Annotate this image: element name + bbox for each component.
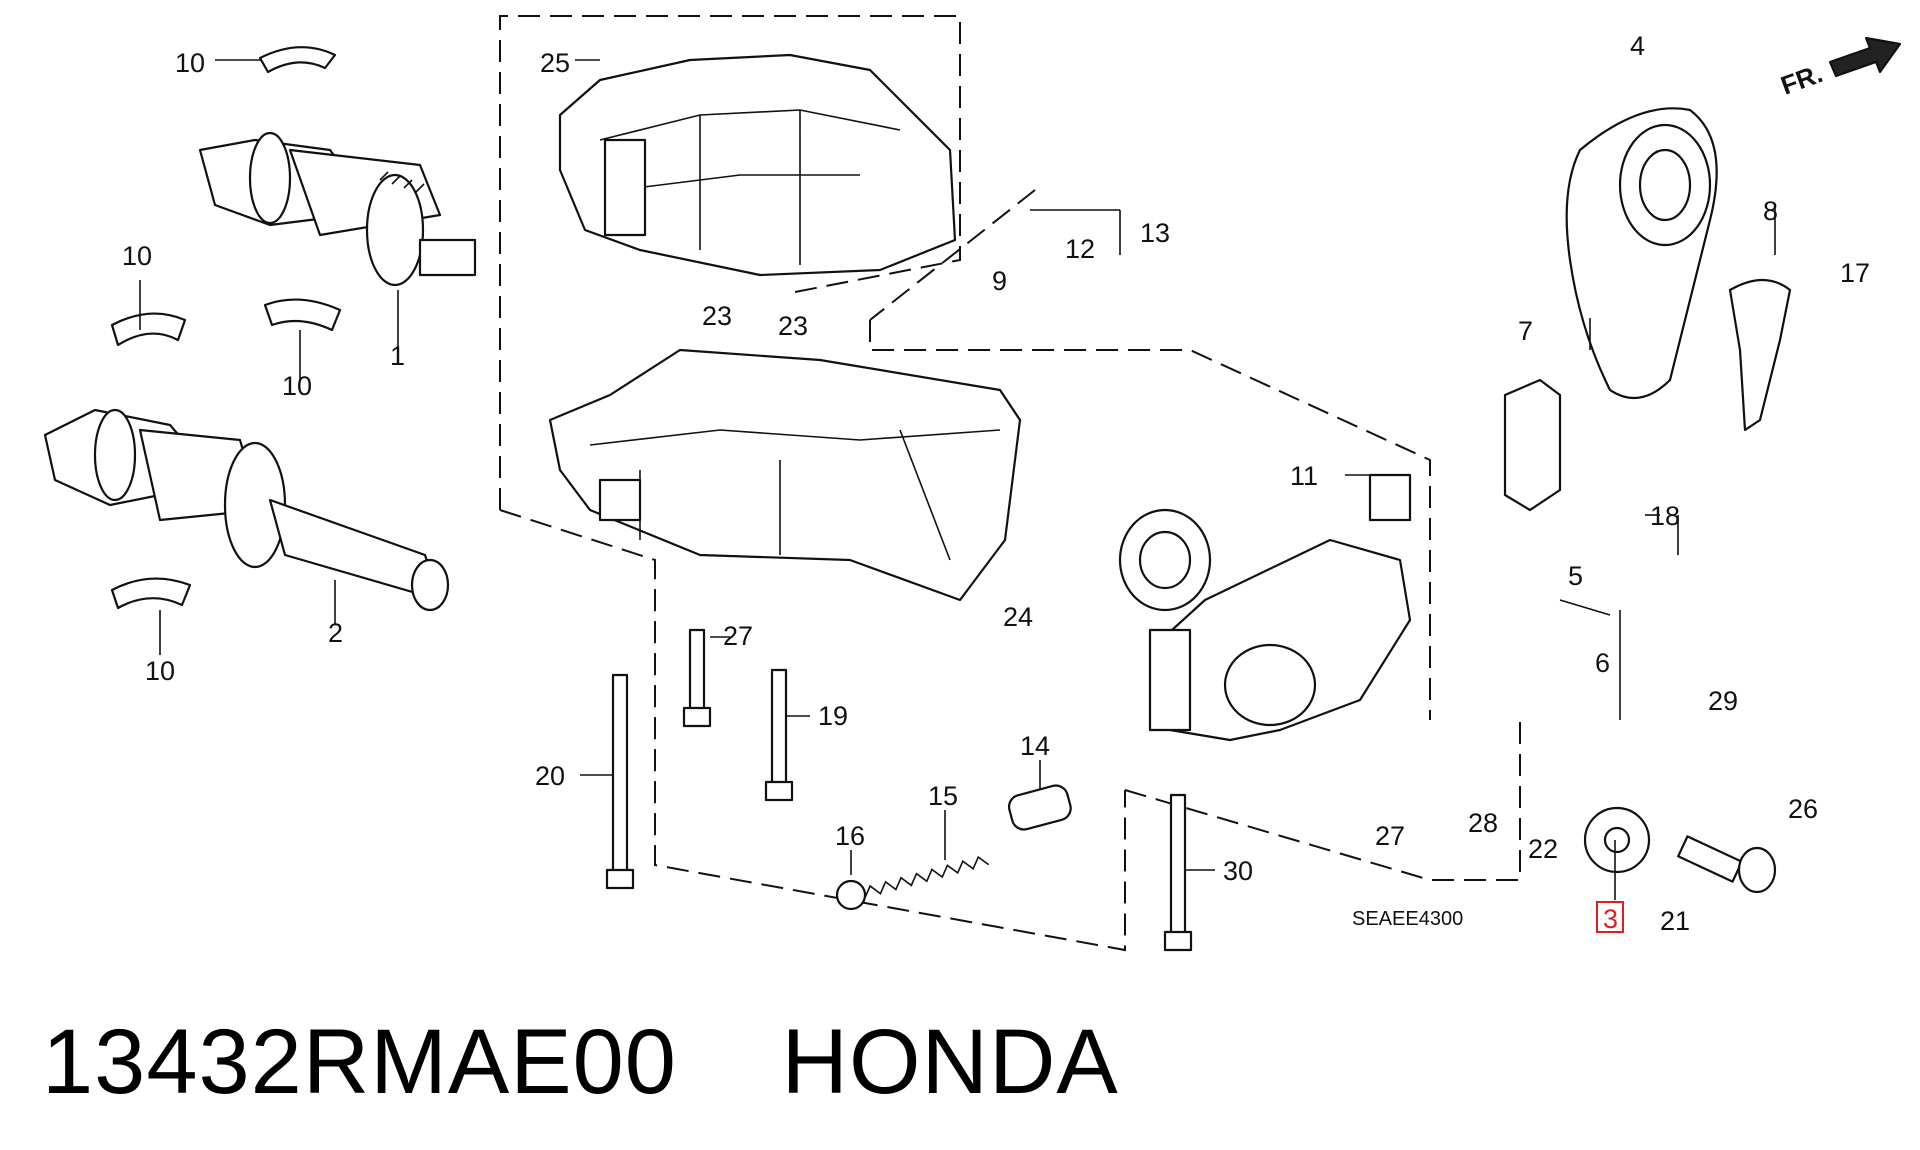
sprocket-3 (1583, 806, 1651, 874)
callout-10c: 10 (282, 371, 312, 401)
callout-25: 25 (540, 48, 570, 78)
callout-29: 29 (1708, 686, 1738, 716)
brand-name: HONDA (781, 1011, 1119, 1113)
callout-27b: 27 (1375, 821, 1405, 851)
callout-4: 4 (1630, 31, 1645, 61)
part-caption: 13432RMAE00 HONDA (42, 1010, 1542, 1120)
leader-lines (139, 59, 1776, 900)
callout-10b: 10 (122, 241, 152, 271)
callout-21: 21 (1660, 906, 1690, 936)
callout-19: 19 (818, 701, 848, 731)
callout-17: 17 (1840, 258, 1870, 288)
callout-16: 16 (835, 821, 865, 851)
relief-valve-parts (835, 784, 1072, 911)
front-direction-arrow: FR. (1777, 36, 1902, 101)
callout-11: 11 (1290, 461, 1318, 491)
callout-7: 7 (1518, 316, 1533, 346)
callout-5: 5 (1568, 561, 1583, 591)
callout-23a: 23 (702, 301, 732, 331)
callout-3: 3 (1603, 904, 1618, 934)
assembly-outlines (499, 15, 1521, 952)
callout-23b: 23 (778, 311, 808, 341)
diagram-code: SEAEE4300 (1352, 908, 1463, 930)
front-label: FR. (1777, 58, 1827, 101)
callout-1: 1 (390, 341, 405, 371)
chain-guide (1503, 279, 1792, 512)
callout-12: 12 (1065, 234, 1095, 264)
callout-14: 14 (1020, 731, 1050, 761)
callout-30: 30 (1223, 856, 1253, 886)
callout-10d: 10 (145, 656, 175, 686)
callout-13: 13 (1140, 218, 1170, 248)
callout-9: 9 (992, 266, 1007, 296)
callout-6: 6 (1595, 648, 1610, 678)
callout-15: 15 (928, 781, 958, 811)
oil-pump-body (1148, 473, 1412, 742)
callout-27a: 27 (723, 621, 753, 651)
callout-labels: 10 10 10 10 1 2 25 13 12 9 23 23 11 24 2… (122, 31, 1870, 936)
callout-28: 28 (1468, 808, 1498, 838)
bearing-halves (110, 46, 342, 610)
callout-10a: 10 (175, 48, 205, 78)
pump-rotor (1118, 508, 1212, 612)
callout-8: 8 (1763, 196, 1778, 226)
balancer-shaft-2 (43, 408, 450, 612)
upper-housing (558, 53, 957, 277)
callout-20: 20 (535, 761, 565, 791)
callout-18: 18 (1650, 501, 1680, 531)
callout-2: 2 (328, 618, 343, 648)
callout-24: 24 (1003, 602, 1033, 632)
callout-22: 22 (1528, 834, 1558, 864)
parts-diagram: 10 10 10 10 1 2 25 13 12 9 23 23 11 24 2… (43, 15, 1902, 952)
callout-3-highlight-box (1596, 901, 1624, 933)
part-number: 13432RMAE00 (42, 1011, 677, 1113)
drive-chain (1565, 107, 1718, 400)
lower-housing (548, 348, 1022, 602)
arrow-icon (1828, 36, 1902, 78)
callout-26: 26 (1788, 794, 1818, 824)
balancer-shaft-1 (198, 131, 477, 287)
bolts (605, 628, 1777, 952)
